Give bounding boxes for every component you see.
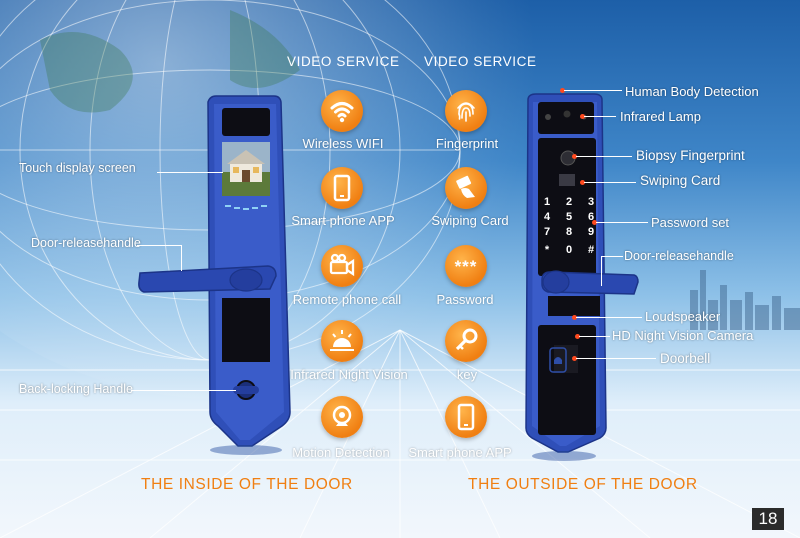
callout-loudspeaker: Loudspeaker bbox=[645, 309, 721, 324]
keypad-key[interactable]: 1 bbox=[543, 196, 551, 208]
feature-label-swiping-card: Swiping Card bbox=[431, 213, 509, 228]
feature-label-wireless-wifi: Wireless WIFI bbox=[302, 136, 384, 151]
touch-display-image bbox=[222, 142, 270, 196]
callout-swiping-card: Swiping Card bbox=[640, 173, 721, 188]
callout-door-release-outside: Door-releasehandle bbox=[624, 249, 734, 263]
feature-label-password: Password bbox=[436, 292, 494, 307]
keypad-key[interactable]: # bbox=[587, 244, 595, 256]
callout-password-set: Password set bbox=[651, 215, 730, 230]
keypad-key[interactable]: 7 bbox=[543, 226, 551, 238]
outside-handle bbox=[541, 270, 639, 295]
webcam-icon bbox=[321, 396, 363, 438]
video-camera-icon bbox=[321, 245, 363, 287]
callout-line-doorbell bbox=[576, 358, 656, 359]
callout-line-night-camera bbox=[579, 336, 610, 337]
callout-line-infrared-lamp bbox=[584, 116, 616, 117]
callout-doorbell: Doorbell bbox=[660, 351, 711, 366]
password-icon: *** bbox=[445, 245, 487, 287]
callout-dot-loudspeaker bbox=[572, 315, 577, 320]
callout-line-password bbox=[596, 222, 648, 223]
keypad-key[interactable]: 3 bbox=[587, 196, 595, 208]
callout-line-swiping-card bbox=[584, 182, 636, 183]
inside-lock bbox=[138, 95, 291, 455]
keypad-key[interactable]: 6 bbox=[587, 211, 595, 223]
callout-infrared-lamp: Infrared Lamp bbox=[620, 109, 701, 124]
wifi-icon bbox=[321, 90, 363, 132]
callout-line-back-locking bbox=[131, 390, 236, 391]
callout-line-biopsy bbox=[576, 156, 632, 157]
callout-back-locking: Back-locking Handle bbox=[19, 382, 133, 396]
callout-line-door-release-outside bbox=[601, 256, 623, 257]
callout-dot-infrared-lamp bbox=[580, 114, 585, 119]
fingerprint-icon bbox=[445, 90, 487, 132]
page-number: 18 bbox=[752, 508, 784, 530]
callout-line-door-release-v2 bbox=[601, 256, 602, 286]
callout-human-body: Human Body Detection bbox=[625, 84, 759, 99]
keypad-key[interactable]: 5 bbox=[565, 211, 573, 223]
feature-label-remote-phone-call: Remote phone call bbox=[292, 292, 402, 307]
keypad-key[interactable]: 4 bbox=[543, 211, 551, 223]
card-swipe-icon bbox=[445, 167, 487, 209]
feature-label-fingerprint: Fingerprint bbox=[435, 136, 499, 151]
callout-line-loudspeaker bbox=[576, 317, 642, 318]
feature-label-smart-phone-app: Smart phone APP bbox=[291, 213, 395, 228]
callout-dot-night-camera bbox=[575, 334, 580, 339]
callout-line-human-body bbox=[564, 90, 622, 91]
callout-hd-night-vision-camera: HD Night Vision Camera bbox=[612, 328, 754, 343]
feature-label-motion-detection: Motion Detection bbox=[292, 445, 390, 460]
callout-dot-password bbox=[592, 220, 597, 225]
callout-line-touch bbox=[157, 172, 223, 173]
keypad-key[interactable]: 9 bbox=[587, 226, 595, 238]
password-glyph: *** bbox=[454, 257, 478, 276]
callout-dot-doorbell bbox=[572, 356, 577, 361]
callout-door-release-inside: Door-releasehandle bbox=[31, 236, 141, 250]
keypad-key[interactable]: * bbox=[544, 244, 550, 256]
keypad-key[interactable]: 8 bbox=[565, 226, 573, 238]
callout-touch-display: Touch display screen bbox=[19, 161, 136, 175]
footer-outside-of-door: THE OUTSIDE OF THE DOOR bbox=[468, 476, 698, 493]
callout-dot-biopsy bbox=[572, 154, 577, 159]
feature-label-infrared-night-vision: Infrared Night Vision bbox=[290, 367, 408, 382]
feature-label-smart-phone-app-2: Smart phone APP bbox=[408, 445, 512, 460]
sunrise-icon bbox=[321, 320, 363, 362]
callout-biopsy-fingerprint: Biopsy Fingerprint bbox=[636, 148, 745, 163]
callout-dot-swiping-card bbox=[580, 180, 585, 185]
keypad-key[interactable]: 0 bbox=[565, 244, 573, 256]
feature-label-key: key bbox=[456, 367, 478, 382]
callout-line-door-release bbox=[137, 245, 182, 246]
smartphone-icon bbox=[445, 396, 487, 438]
key-icon bbox=[445, 320, 487, 362]
keypad-key[interactable]: 2 bbox=[565, 196, 573, 208]
smartphone-icon bbox=[321, 167, 363, 209]
left-column-header: VIDEO SERVICE bbox=[287, 54, 400, 69]
callout-dot-human-body bbox=[560, 88, 565, 93]
footer-inside-of-door: THE INSIDE OF THE DOOR bbox=[141, 476, 353, 493]
right-column-header: VIDEO SERVICE bbox=[424, 54, 537, 69]
callout-line-door-release-v bbox=[181, 245, 182, 271]
